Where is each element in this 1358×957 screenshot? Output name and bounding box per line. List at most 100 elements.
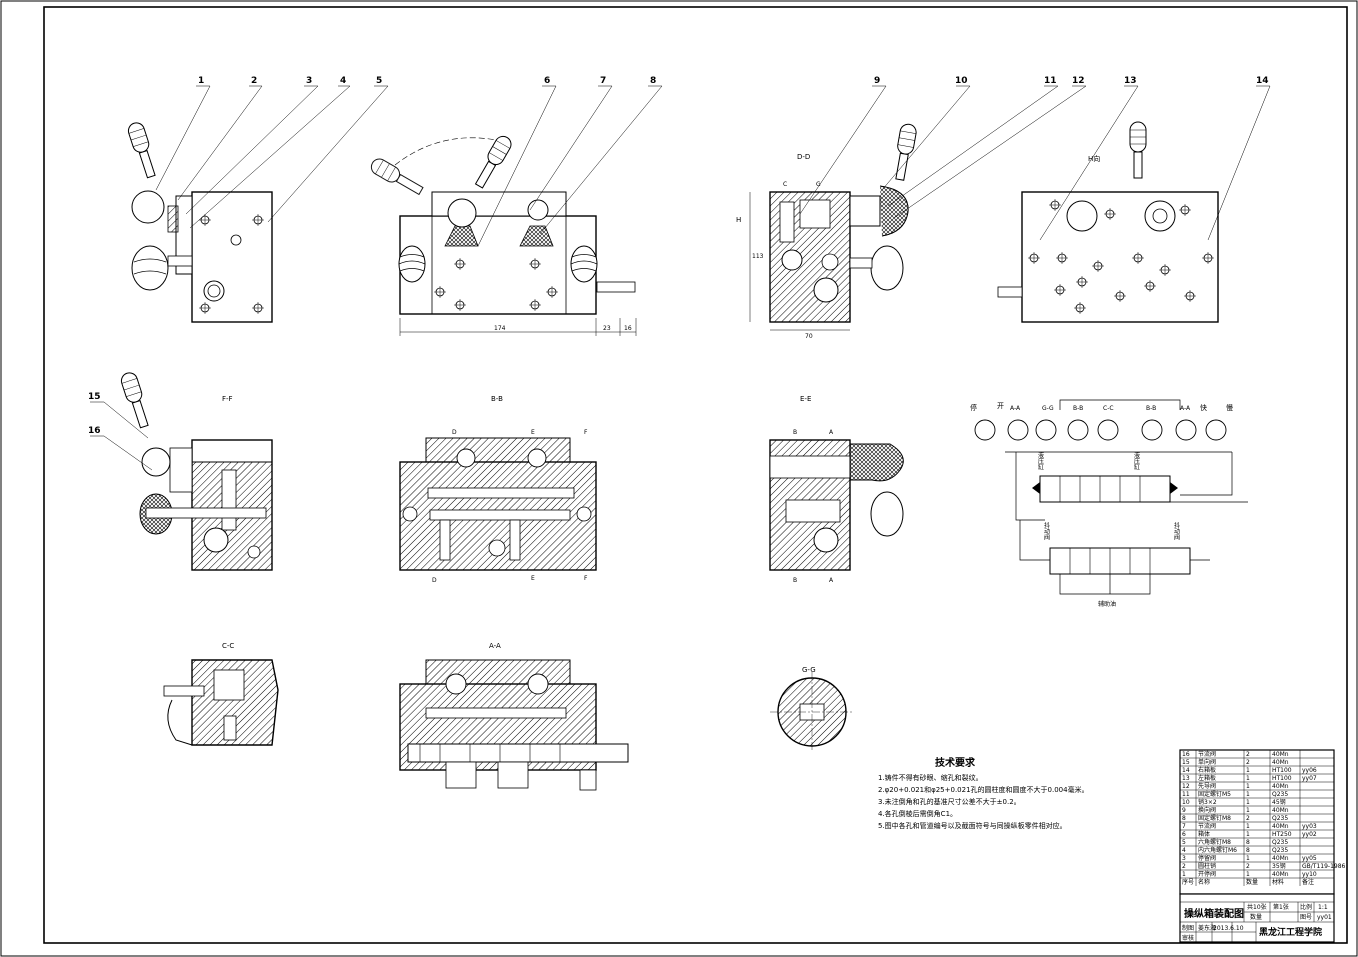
parts-cell: 1	[1246, 871, 1250, 878]
marker-b-top: B	[793, 429, 797, 436]
view-bb-section: B-B D E F D E F	[399, 395, 597, 584]
tech-req-title: 技术要求	[935, 756, 976, 769]
hyd-pos-1: 开	[997, 402, 1004, 410]
view-ff-section: F-F	[118, 370, 273, 571]
parts-cell: 16	[1182, 751, 1190, 758]
drawing-no-label: 图号	[1300, 914, 1312, 921]
parts-cell: yy03	[1302, 823, 1317, 830]
parts-cell: 40Mn	[1272, 823, 1289, 830]
parts-cell: 10	[1182, 799, 1190, 806]
view-front: 174 23 16	[367, 132, 637, 336]
view-gg-section: G-G	[770, 666, 854, 752]
parts-cell: 箱体	[1198, 830, 1210, 838]
hyd-pos-9: 慢	[1226, 403, 1233, 412]
parts-header-cell: 材料	[1272, 878, 1284, 886]
parts-cell: 2	[1246, 815, 1250, 822]
parts-cell: 40Mn	[1272, 855, 1289, 862]
hyd-pos-3: G-G	[1042, 405, 1054, 412]
drawn-date: 2013.6.10	[1213, 925, 1244, 932]
qty-label: 数量	[1250, 913, 1262, 921]
parts-cell: 先导阀	[1198, 782, 1216, 790]
parts-cell: yy05	[1302, 855, 1317, 862]
callout-2: 2	[251, 76, 257, 86]
hyd-pos-7: A-A	[1180, 405, 1191, 412]
view-cc-section: C-C	[163, 642, 279, 746]
dim-dd-h: H	[736, 216, 741, 224]
callout-leaders	[90, 85, 1271, 471]
parts-cell: 换向阀	[1198, 806, 1216, 814]
parts-cell: GB/T119-1986	[1302, 863, 1346, 870]
parts-cell: 1	[1246, 807, 1250, 814]
callout-3: 3	[306, 76, 312, 86]
parts-cell: 45钢	[1272, 798, 1286, 806]
parts-cell: 停留阀	[1198, 854, 1216, 862]
callout-7: 7	[600, 76, 606, 86]
hyd-pos-8: 快	[1200, 403, 1207, 412]
label-ff: F-F	[222, 395, 233, 403]
hyd-pos-5: C-C	[1103, 405, 1114, 412]
drawn-label: 制图	[1182, 924, 1194, 932]
tech-req-item-2: 2.φ20+0.021和φ25+0.021孔的圆柱度和圆度不大于0.004毫米。	[878, 785, 1089, 794]
parts-cell: 2	[1182, 863, 1186, 870]
dim-small-a: 23	[603, 325, 611, 332]
parts-cell: 40Mn	[1272, 751, 1289, 758]
parts-cell: 2	[1246, 759, 1250, 766]
label-cc: C-C	[222, 642, 234, 650]
parts-cell: 1	[1246, 775, 1250, 782]
parts-cell: 固定螺钉M8	[1198, 814, 1231, 822]
parts-cell: yy07	[1302, 775, 1317, 782]
tech-req-item-1: 1.铸件不得有砂眼、缩孔和裂纹。	[878, 773, 983, 782]
marker-d-bottom: D	[432, 577, 437, 584]
parts-cell: 内六角螺钉M6	[1198, 846, 1237, 854]
parts-cell: 左箱板	[1198, 774, 1216, 782]
technical-requirements: 技术要求 1.铸件不得有砂眼、缩孔和裂纹。 2.φ20+0.021和φ25+0.…	[878, 756, 1089, 830]
parts-cell: 圆柱销	[1198, 862, 1216, 870]
hyd-pos-2: A-A	[1010, 405, 1021, 412]
callout-6: 6	[544, 76, 550, 86]
sheets-total: 共10张	[1247, 903, 1267, 911]
callout-16: 16	[88, 426, 101, 436]
dim-dd-height: 113	[752, 253, 764, 260]
view-ee-section: E-E B A B A	[769, 395, 904, 584]
parts-cell: 2	[1246, 863, 1250, 870]
parts-cell: 1	[1246, 823, 1250, 830]
parts-cell: 1	[1246, 831, 1250, 838]
parts-cell: 8	[1246, 847, 1250, 854]
parts-cell: 1	[1182, 871, 1186, 878]
parts-cell: 固定螺钉M5	[1198, 790, 1231, 798]
parts-cell: 8	[1182, 815, 1186, 822]
parts-cell: 六角螺钉M8	[1198, 838, 1231, 846]
view-aa-section: A-A	[399, 642, 629, 791]
hydraulic-schematic: 停 开 A-A G-G B-B C-C B-B A-A 快 慢 液压缸 液压缸 …	[970, 399, 1248, 608]
parts-cell: Q235	[1272, 791, 1288, 798]
parts-cell: 3	[1182, 855, 1186, 862]
parts-cell: 11	[1182, 791, 1190, 798]
parts-cell: 销3×2	[1198, 798, 1217, 806]
parts-cell: Q235	[1272, 847, 1288, 854]
tech-req-item-4: 4.各孔倒棱后需倒角C1。	[878, 809, 957, 818]
parts-header-cell: 序号	[1182, 878, 1194, 886]
callout-13: 13	[1124, 76, 1137, 86]
parts-cell: 9	[1182, 807, 1186, 814]
dim-small-b: 16	[624, 325, 632, 332]
parts-cell: 1	[1246, 767, 1250, 774]
school-name: 黑龙江工程学院	[1259, 926, 1322, 938]
marker-b-bottom: B	[793, 577, 797, 584]
callout-4: 4	[340, 76, 346, 86]
parts-cell: HT100	[1272, 775, 1292, 782]
sheet-number: 第1张	[1273, 903, 1289, 911]
parts-cell: 2	[1246, 751, 1250, 758]
parts-cell: 7	[1182, 823, 1186, 830]
callout-12: 12	[1072, 76, 1085, 86]
tech-req-item-3: 3.未注倒角和孔的基准尺寸公差不大于±0.2。	[878, 797, 1021, 806]
dim-dd-width: 70	[805, 333, 813, 340]
callout-labels: 1 2 3 4 5 6 7 8 9 10 11 12 13 14 15 16	[88, 76, 1269, 436]
tech-req-item-5: 5.图中各孔和管道编号以及截面符号与同操纵板零件相对应。	[878, 821, 1067, 830]
marker-d-top: D	[452, 429, 457, 436]
parts-cell: 14	[1182, 767, 1190, 774]
parts-cell: 40Mn	[1272, 783, 1289, 790]
parts-cell: HT100	[1272, 767, 1292, 774]
marker-f-top: F	[584, 429, 588, 436]
